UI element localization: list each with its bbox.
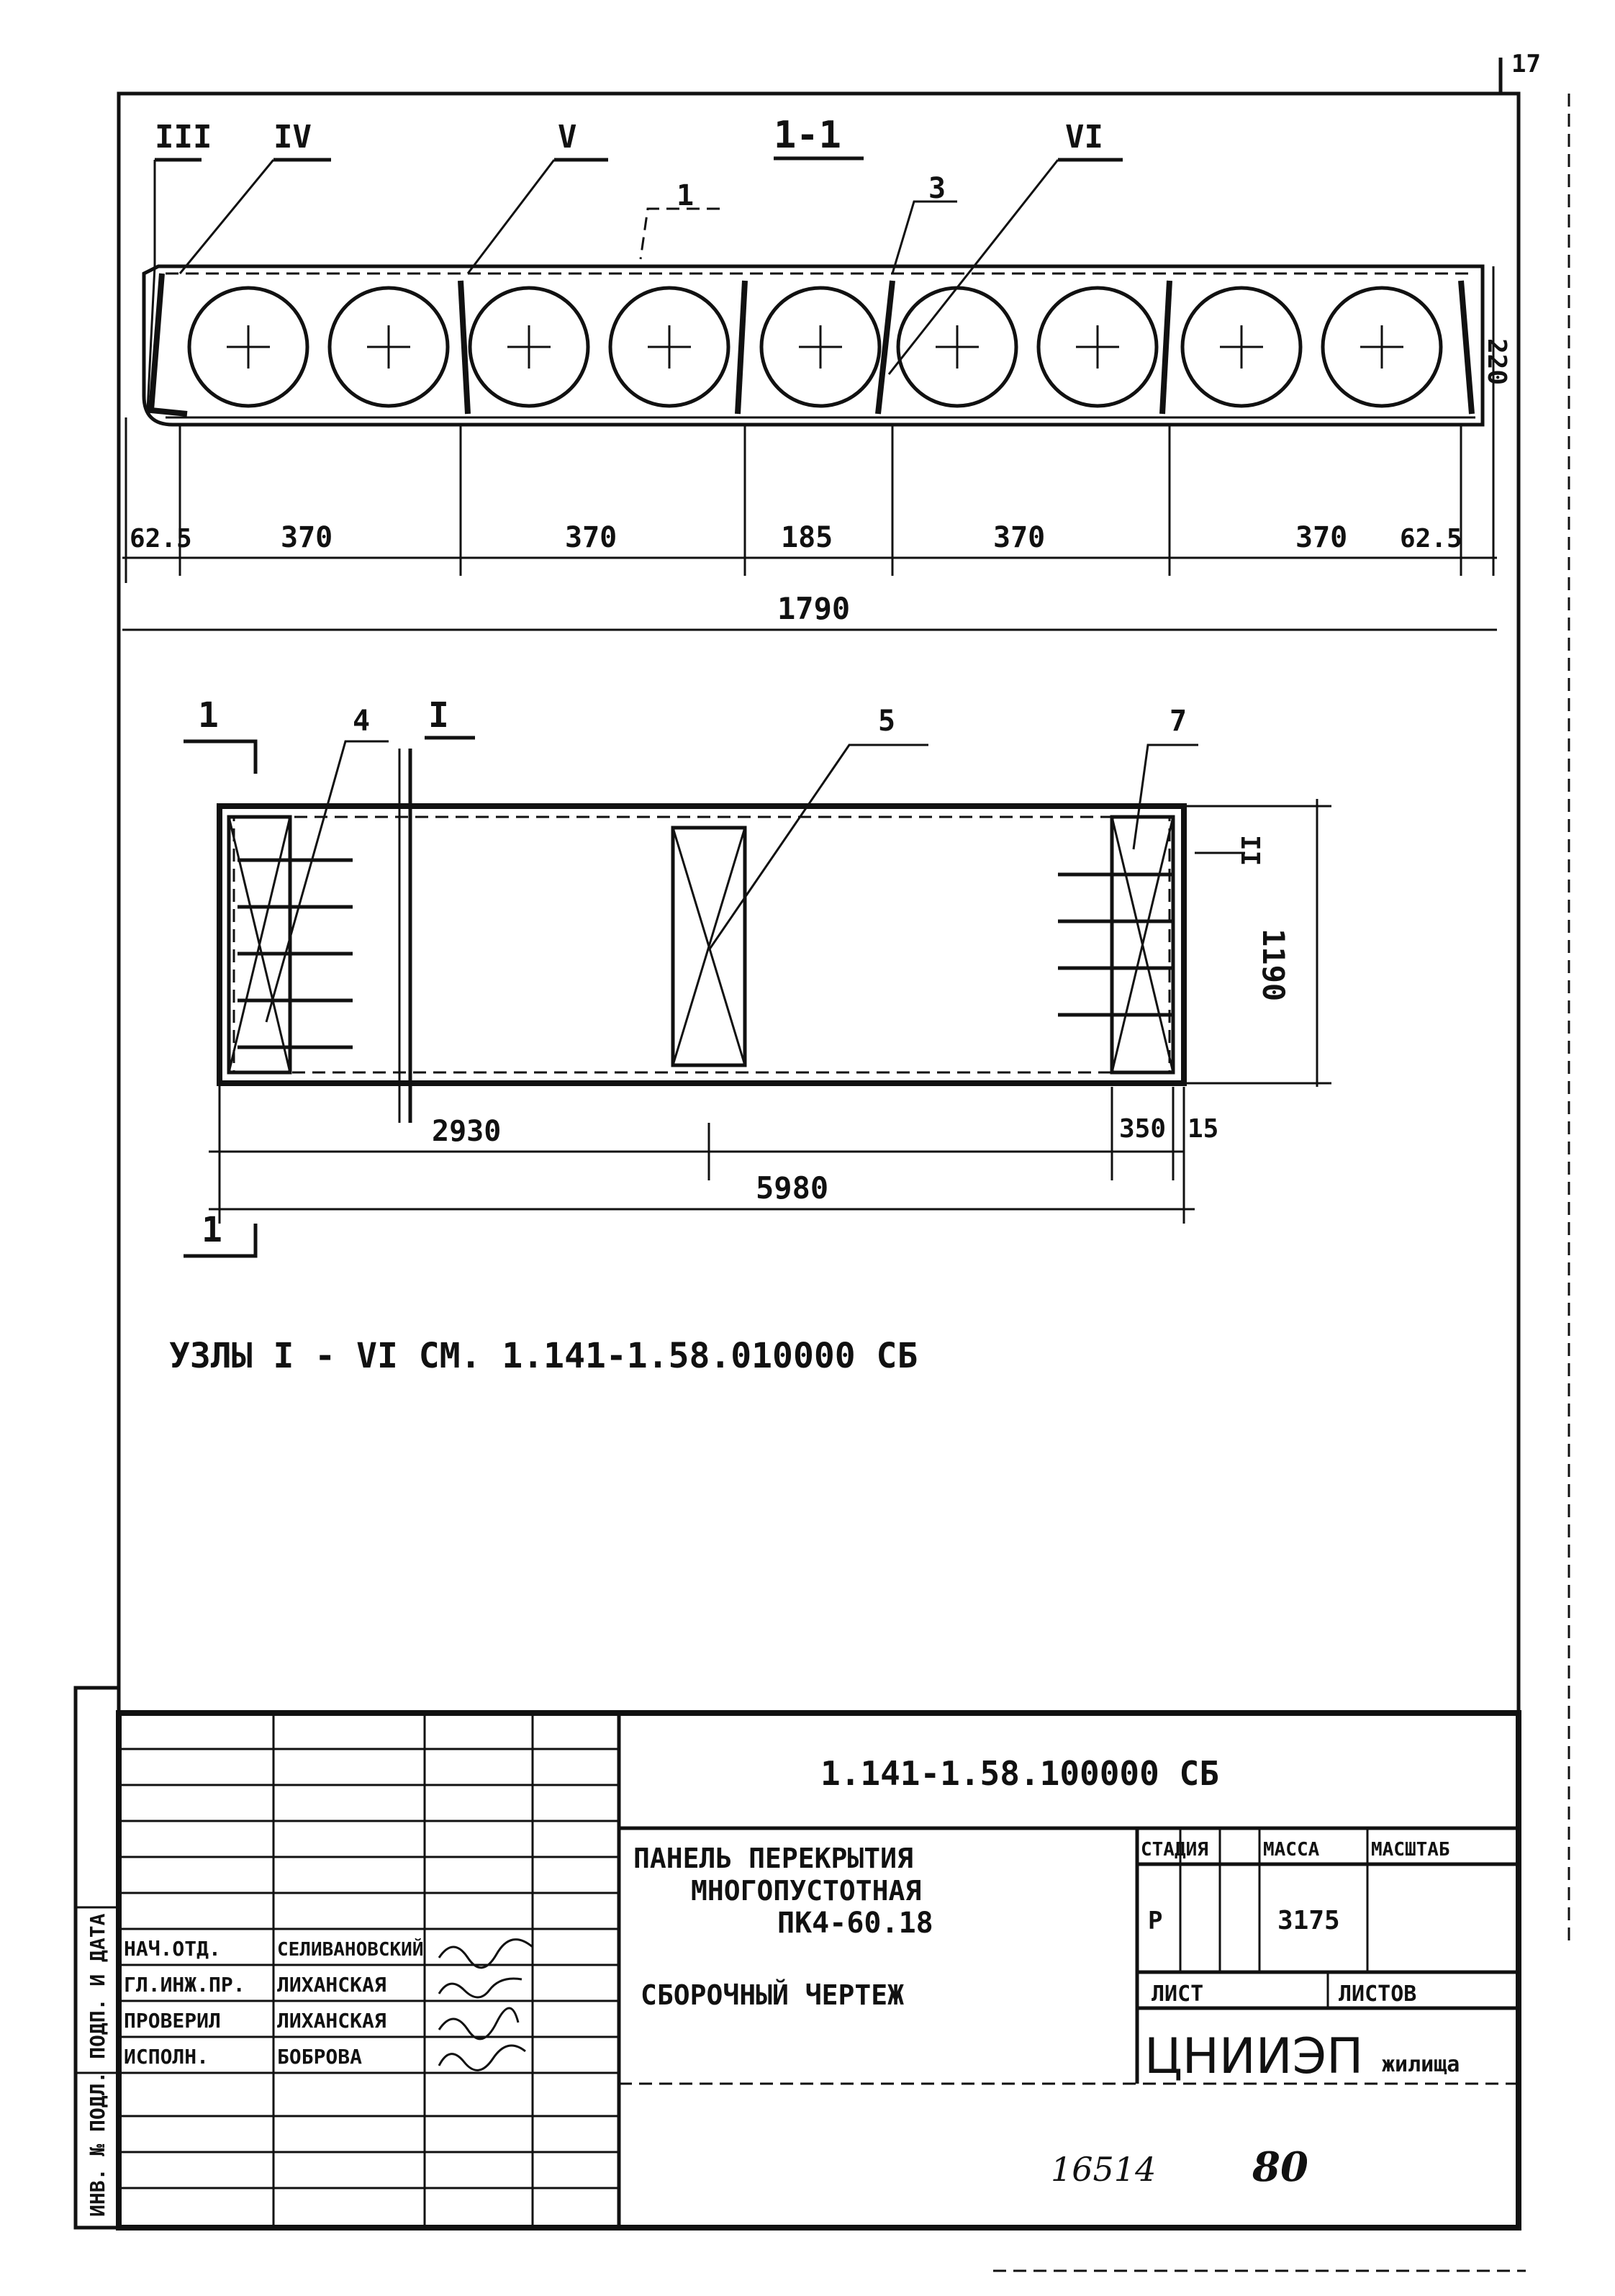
dim-350: 350 — [1119, 1114, 1166, 1144]
callout-5: 5 — [878, 705, 895, 738]
node-label-iv: IV — [273, 119, 312, 155]
title-block — [116, 1710, 1521, 2231]
handwritten-note-1: 16514 — [1051, 2150, 1156, 2189]
role-4: ИСПОЛН. — [124, 2045, 209, 2069]
callout-3: 3 — [928, 172, 946, 205]
title-line-2: МНОГОПУСТОТНАЯ — [691, 1875, 921, 1907]
header-scale: МАСШТАБ — [1371, 1839, 1450, 1861]
height-dimension: 220 — [1482, 338, 1511, 385]
section-mark-top: 1 — [198, 695, 219, 736]
hollow-core-3 — [468, 286, 590, 408]
callout-1: 1 — [677, 179, 694, 212]
dim-62-5-left: 62.5 — [130, 524, 192, 553]
node-label-vi: VI — [1065, 119, 1103, 155]
hollow-core-2 — [327, 286, 450, 408]
side-label: ИНВ. № ПОДЛ. ПОДП. И ДАТА — [86, 1913, 109, 2217]
dim-62-5-right: 62.5 — [1400, 524, 1462, 553]
hollow-core-6 — [896, 286, 1018, 408]
stage-value: Р — [1148, 1907, 1162, 1935]
hollow-core-4 — [608, 286, 730, 408]
total-width-dim: 1790 — [777, 591, 850, 626]
handwritten-note-2: 80 — [1252, 2143, 1308, 2191]
organization-name: ЦНИИЭП — [1144, 2028, 1363, 2085]
corner-number: 17 — [1511, 50, 1541, 78]
total-length-dim: 5980 — [756, 1170, 828, 1206]
header-sheet: ЛИСТ — [1152, 1981, 1203, 2007]
header-mass: МАССА — [1263, 1839, 1320, 1861]
mass-value: 3175 — [1277, 1906, 1340, 1935]
name-2: ЛИХАНСКАЯ — [277, 1973, 386, 1997]
role-1: НАЧ.ОТД. — [124, 1937, 221, 1961]
section-title: 1-1 — [774, 114, 841, 157]
title-line-1: ПАНЕЛЬ ПЕРЕКРЫТИЯ — [633, 1843, 913, 1874]
role-2: ГЛ.ИНЖ.ПР. — [124, 1973, 245, 1997]
callout-4: 4 — [353, 705, 370, 738]
hollow-core-1 — [187, 286, 309, 408]
header-sheets: ЛИСТОВ — [1339, 1981, 1416, 2007]
organization-subtitle: жилища — [1382, 2052, 1460, 2077]
dim-185: 185 — [781, 521, 833, 554]
dim-370-2: 370 — [565, 521, 617, 554]
hollow-core-5 — [759, 286, 882, 408]
name-3: ЛИХАНСКАЯ — [277, 2009, 386, 2033]
node-mark-ii: II — [1235, 835, 1265, 866]
plan-view: 1 1 I 4 5 7 II — [184, 695, 1331, 1258]
right-end-bars — [1058, 872, 1173, 1017]
dim-15: 15 — [1188, 1114, 1218, 1144]
role-3: ПРОВЕРИЛ — [124, 2009, 221, 2033]
nodes-reference-note: УЗЛЫ I - VI СМ. 1.141-1.58.010000 СБ — [169, 1336, 918, 1376]
node-label-v: V — [558, 119, 577, 155]
width-dim-1190: 1190 — [1256, 928, 1291, 1001]
hollow-core-8 — [1180, 286, 1303, 408]
document-code: 1.141-1.58.100000 СБ — [820, 1754, 1219, 1793]
name-1: СЕЛИВАНОВСКИЙ — [277, 1938, 424, 1961]
side-strip — [73, 1686, 121, 2230]
dim-2930: 2930 — [432, 1115, 501, 1148]
title-line-3: ПК4-60.18 — [777, 1907, 933, 1940]
node-mark-i: I — [428, 695, 449, 736]
hollow-core-9 — [1321, 286, 1443, 408]
hollow-cores — [187, 286, 1443, 408]
section-view: 1-1 III IV V VI 3 1 220 — [122, 114, 1511, 631]
callout-7: 7 — [1170, 705, 1187, 738]
left-end-bars — [238, 858, 353, 1049]
name-4: БОБРОВА — [277, 2045, 362, 2069]
dim-370-1: 370 — [281, 521, 332, 554]
node-label-iii: III — [155, 119, 212, 155]
title-block-grid — [119, 1748, 619, 2189]
signatures — [438, 1938, 533, 2071]
dim-370-3: 370 — [993, 521, 1045, 554]
drawing-type: СБОРОЧНЫЙ ЧЕРТЕЖ — [641, 1979, 904, 2011]
header-stage: СТАДИЯ — [1141, 1839, 1208, 1861]
hollow-core-7 — [1036, 286, 1159, 408]
dim-370-4: 370 — [1295, 521, 1347, 554]
